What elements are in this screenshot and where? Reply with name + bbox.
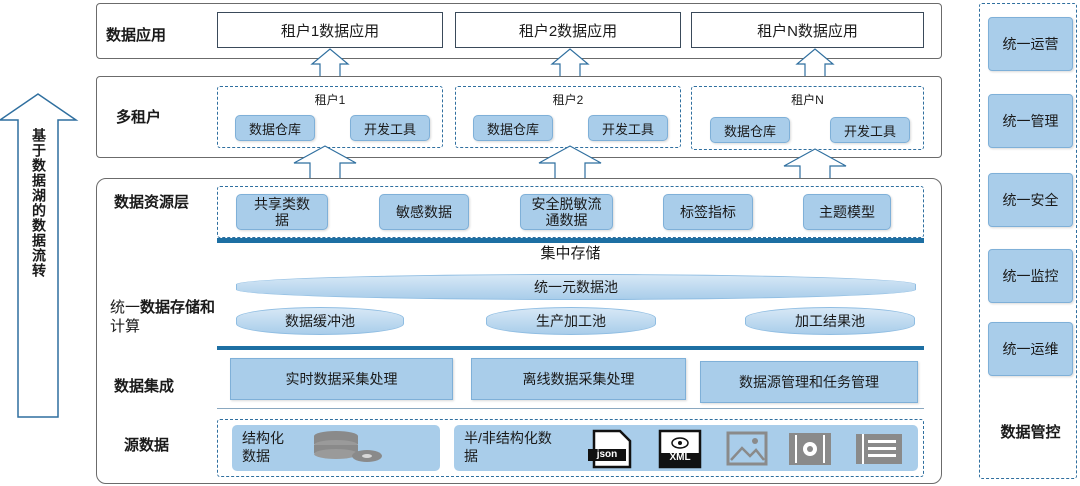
- unified-maintenance[interactable]: 统一运维: [988, 322, 1073, 376]
- realtime-collection[interactable]: 实时数据采集处理: [230, 358, 453, 400]
- unified-management[interactable]: 统一管理: [988, 94, 1073, 148]
- tenant1-name: 租户1: [314, 93, 346, 107]
- tenantn-name: 租户N: [791, 93, 824, 107]
- structured-data-label: 结构化数据: [242, 430, 284, 464]
- source-data-title: 源数据: [124, 437, 170, 454]
- resource-tag-metrics[interactable]: 标签指标: [663, 194, 753, 230]
- tenant2-app-box[interactable]: 租户2数据应用: [455, 12, 681, 48]
- tenant1-warehouse[interactable]: 数据仓库: [235, 115, 315, 141]
- data-flow-arrow: [0, 93, 79, 418]
- resource-layer-box: [217, 186, 924, 238]
- multi-tenant-title: 多租户: [116, 109, 162, 126]
- production-pool[interactable]: 生产加工池: [486, 307, 656, 335]
- data-flow-arrow-label: 基于数据湖的数据流转: [31, 128, 47, 278]
- offline-collection[interactable]: 离线数据采集处理: [471, 358, 686, 400]
- source-task-management[interactable]: 数据源管理和任务管理: [700, 361, 918, 403]
- resource-sensitive-data[interactable]: 敏感数据: [379, 194, 469, 230]
- semi-structured-data-label: 半/非结构化数据: [464, 430, 552, 464]
- unified-operation[interactable]: 统一运营: [988, 17, 1073, 71]
- governance-title: 数据管控: [1000, 424, 1061, 441]
- xml-file-icon-label: XML: [669, 452, 691, 463]
- source-data-box: [217, 419, 924, 477]
- tenant2-devtools[interactable]: 开发工具: [588, 115, 668, 141]
- storage-top-bar: [217, 238, 924, 243]
- tenant1-devtools[interactable]: 开发工具: [350, 115, 430, 141]
- json-file-icon: [588, 429, 632, 469]
- resource-layer-title: 数据资源层: [114, 194, 190, 211]
- integration-divider: [217, 408, 924, 409]
- video-film-icon: [789, 433, 831, 465]
- integration-title: 数据集成: [114, 378, 175, 395]
- tenant2-warehouse[interactable]: 数据仓库: [473, 115, 553, 141]
- json-file-icon-label: json: [596, 449, 618, 460]
- governance-panel: [979, 3, 1077, 479]
- tenantn-app-box[interactable]: 租户N数据应用: [691, 12, 924, 48]
- storage-bottom-bar: [217, 346, 924, 350]
- tenantn-box: [691, 86, 924, 150]
- database-icon: [314, 431, 382, 462]
- document-list-icon: [856, 434, 902, 464]
- resource-shared-data[interactable]: 共享类数据: [236, 194, 328, 230]
- tenant1-box: [217, 86, 443, 148]
- xml-file-icon: [658, 429, 702, 469]
- storage-compute-suffix: 计算: [110, 318, 141, 335]
- resource-desensitized-data[interactable]: 安全脱敏流通数据: [520, 194, 613, 230]
- unified-security[interactable]: 统一安全: [988, 173, 1073, 227]
- tenant2-name: 租户2: [552, 93, 584, 107]
- tenantn-devtools[interactable]: 开发工具: [830, 117, 910, 143]
- tenantn-warehouse[interactable]: 数据仓库: [710, 117, 790, 143]
- unified-monitoring[interactable]: 统一监控: [988, 249, 1073, 303]
- storage-compute-title: 统一数据存储和计算: [110, 298, 220, 336]
- buffer-pool[interactable]: 数据缓冲池: [236, 307, 404, 335]
- resource-topic-model[interactable]: 主题模型: [803, 194, 891, 230]
- tenant1-app-box[interactable]: 租户1数据应用: [217, 12, 443, 48]
- data-application-title: 数据应用: [106, 27, 167, 44]
- result-pool[interactable]: 加工结果池: [745, 307, 915, 335]
- central-storage-title: 集中存储: [540, 245, 601, 262]
- image-icon: [726, 431, 768, 466]
- storage-compute-bold: 数据存储和: [140, 299, 216, 316]
- unified-metadata-pool[interactable]: 统一元数据池: [236, 274, 916, 300]
- storage-compute-prefix: 统一: [110, 299, 141, 316]
